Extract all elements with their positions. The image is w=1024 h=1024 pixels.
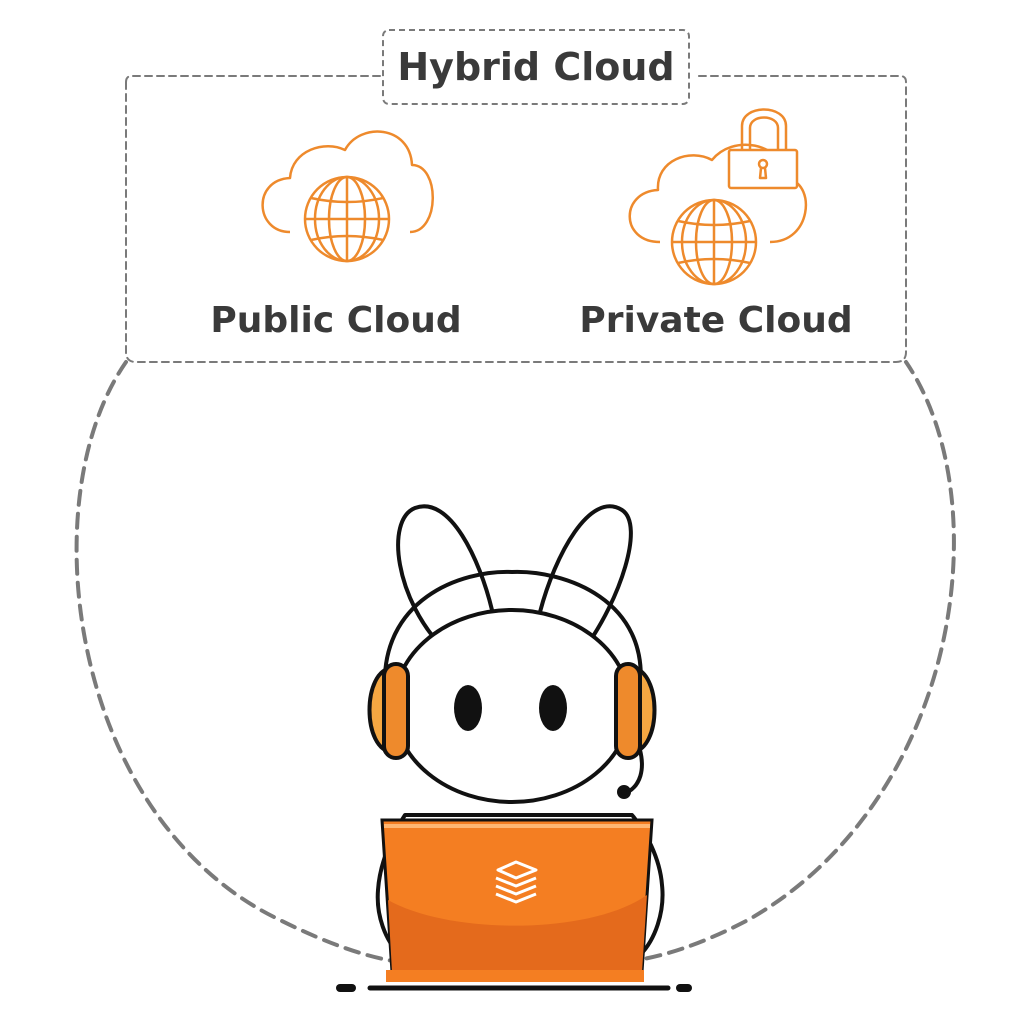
boundary-rect	[125, 75, 907, 363]
private-cloud-lock-icon	[628, 108, 808, 286]
bunny-right-ear	[538, 504, 633, 650]
headset-mic-arm	[626, 748, 644, 794]
headset-left-pad	[382, 662, 410, 760]
bunny-left-eye	[454, 685, 482, 731]
public-cloud-globe-icon	[261, 130, 434, 263]
laptop-icon	[380, 818, 654, 982]
hybrid-cloud-boundary	[74, 75, 956, 964]
headset-right-pad	[614, 662, 642, 760]
bunny-left-ear	[396, 504, 494, 652]
laptop-base	[386, 970, 644, 982]
title-frame	[382, 29, 690, 105]
laptop-shade	[388, 895, 647, 972]
stacked-layers-logo-icon	[495, 860, 538, 904]
headset-band	[382, 569, 643, 692]
headset-mic	[617, 785, 631, 799]
private-cloud-label: Private Cloud	[579, 300, 852, 341]
bunny-right-eye	[539, 685, 567, 731]
title-box: Hybrid Cloud	[382, 29, 690, 105]
diagram-title: Hybrid Cloud	[397, 45, 674, 89]
public-cloud-label: Public Cloud	[210, 300, 461, 341]
bunny-head	[392, 608, 632, 804]
boundary-arc	[74, 360, 956, 964]
